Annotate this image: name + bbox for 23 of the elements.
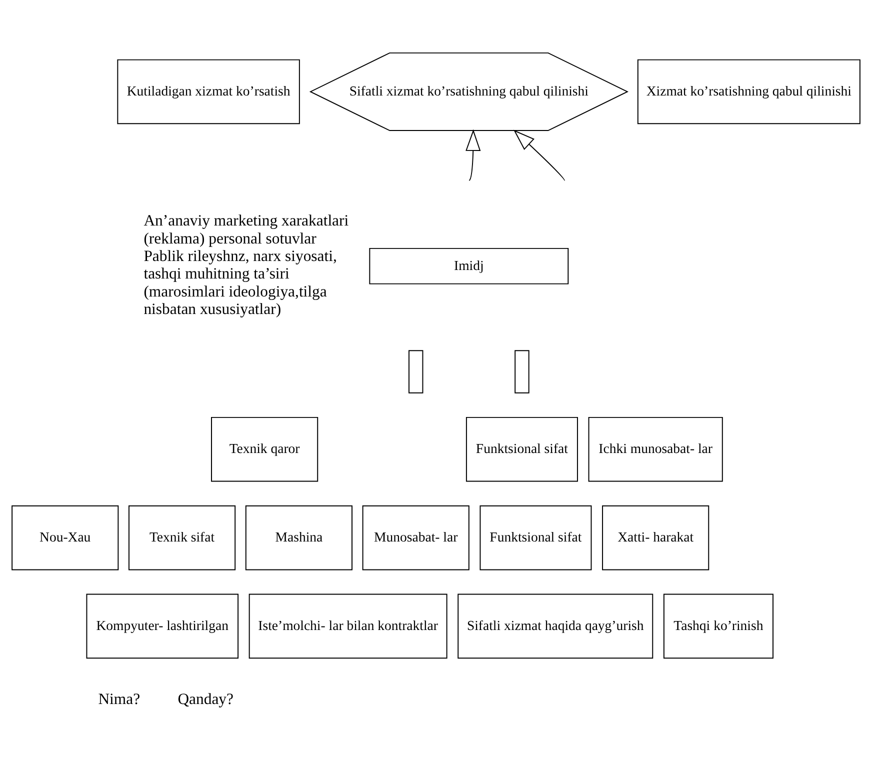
node-box: Kompyuter- lashtirilgan <box>86 594 239 659</box>
node-box: Texnik sifat <box>128 505 236 570</box>
node-box: Nou-Xau <box>12 505 119 570</box>
arrow <box>466 129 481 182</box>
node-box: Xizmat ko’rsatishning qabul qilinishi <box>637 59 860 124</box>
label: An’anaviy marketing xarakatlari (reklama) personal sotuvlar Pablik rileyshnz, narx siyosati, tashqi muhitning ta’siri (marosimlari ideologiya,tilga nisbatan xususiyatlar) <box>144 212 349 318</box>
label: Qanday? <box>178 691 234 708</box>
node-box: Mashina <box>245 505 352 570</box>
node-box: Imidj <box>369 248 569 284</box>
node-box: Texnik qaror <box>211 416 318 482</box>
node-box: Sifatli xizmat haqida qayg’urish <box>458 594 654 659</box>
node-box: Tashqi ko’rinish <box>663 594 774 659</box>
node-box: Ichki munosabat- lar <box>588 416 723 482</box>
node-box: Iste’molchi- lar bilan kontraktlar <box>248 594 448 659</box>
arrow <box>513 130 565 182</box>
node-box <box>408 350 424 394</box>
label: Nima? <box>98 691 140 708</box>
node-box: Kutiladigan xizmat ko’rsatish <box>117 59 300 124</box>
node-box: Funktsional sifat <box>480 505 592 570</box>
node-box: Funktsional sifat <box>466 416 578 482</box>
node-box: Munosabat- lar <box>362 505 470 570</box>
node-box <box>514 350 530 394</box>
node-box: Xatti- harakat <box>602 505 710 570</box>
